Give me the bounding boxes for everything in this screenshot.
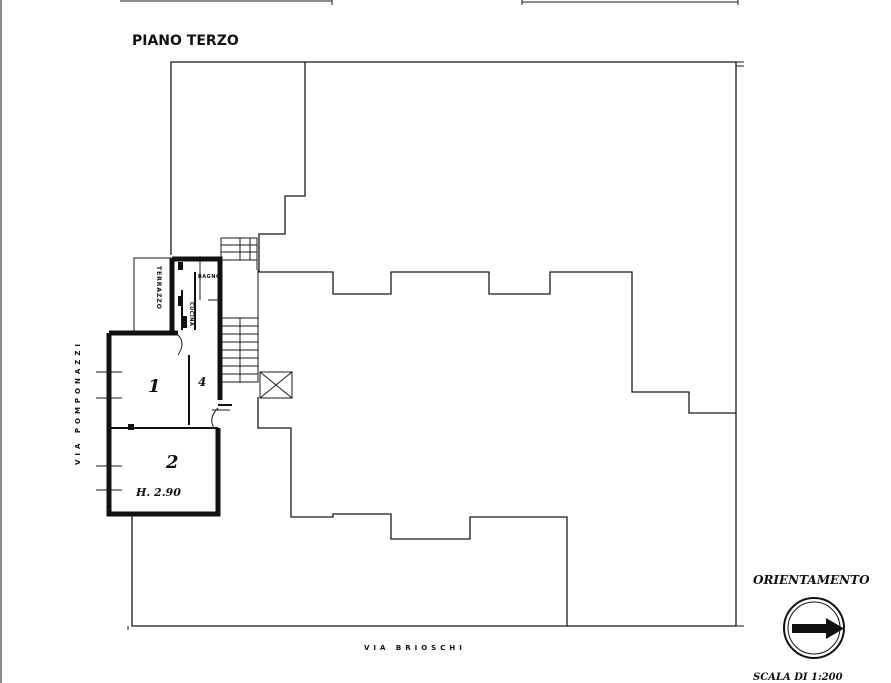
arrow-right-in-circle-icon [783, 597, 845, 659]
street-label-left: VIA POMPONAZZI [74, 340, 82, 465]
apartment-walls [106, 256, 223, 517]
plan-title: PIANO TERZO [132, 33, 239, 49]
building-outline-upper [170, 61, 744, 414]
street-label-bottom: VIA BRIOSCHI [364, 644, 466, 652]
scale-label: SCALA DI 1:200 [753, 672, 843, 683]
upper-stair [220, 237, 258, 270]
orientation-label: ORIENTAMENTO [753, 573, 870, 587]
height-label: H. 2.90 [135, 486, 181, 499]
openings [96, 334, 232, 491]
room-4-label: 4 [198, 375, 206, 389]
bathroom-label: BAGNO [198, 274, 221, 280]
building-outline-lower [127, 397, 744, 630]
elevator-shaft [259, 371, 293, 399]
terrace-area: TERRAZZO [133, 257, 171, 333]
frame-top-fragments [0, 0, 739, 683]
main-stair [221, 270, 259, 383]
kitchen-label: CUCINA [188, 302, 194, 326]
room-1-label: 1 [148, 376, 161, 397]
room-2-label: 2 [165, 452, 179, 473]
terrace-label: TERRAZZO [155, 266, 162, 310]
